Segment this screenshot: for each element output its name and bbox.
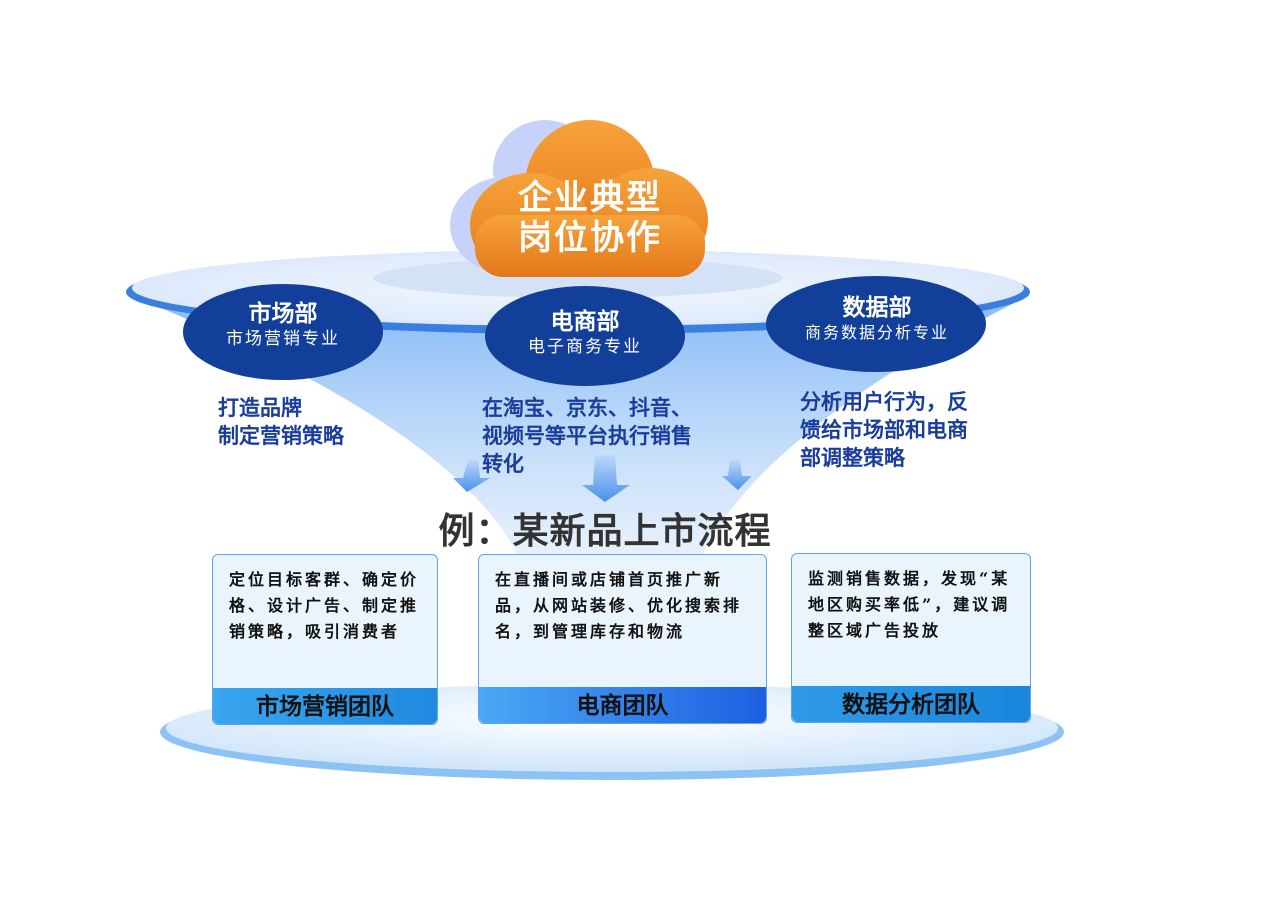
team-card-ecommerce: 在直播间或店铺首页推广新品，从网站装修、优化搜索排名，到管理库存和物流 电商团队 [478, 554, 767, 724]
arrow-center [582, 455, 630, 502]
dept-market: 市场部 市场营销专业 [190, 300, 376, 350]
duty-line: 分析用户行为，反 [800, 390, 968, 414]
duty-line: 转化 [482, 452, 524, 476]
example-title: 例：某新品上市流程 [438, 511, 772, 552]
dept-name: 电商部 [550, 309, 620, 335]
dept-ellipse-market [183, 284, 383, 380]
team-desc: 定位目标客群、确定价格、设计广告、制定推销策略，吸引消费者 [229, 570, 420, 641]
cloud-title-line2: 岗位协作 [518, 218, 662, 258]
duty-data: 分析用户行为，反 馈给市场部和电商 部调整策略 [800, 388, 1020, 472]
team-desc: 在直播间或店铺首页推广新品，从网站装修、优化搜索排名，到管理库存和物流 [495, 570, 743, 641]
dept-major: 商务数据分析专业 [804, 323, 949, 342]
cloud-title: 企业典型 岗位协作 [500, 178, 680, 258]
duty-line: 部调整策略 [800, 446, 905, 470]
dept-name: 市场部 [248, 301, 318, 327]
duty-line: 馈给市场部和电商 [800, 418, 968, 442]
duty-ecommerce: 在淘宝、京东、抖音、 视频号等平台执行销售 转化 [482, 394, 742, 478]
team-label: 电商团队 [479, 687, 766, 723]
cloud-shape [450, 120, 708, 277]
dept-ellipse-data [766, 276, 986, 372]
duty-line: 制定营销策略 [218, 424, 344, 448]
team-desc: 监测销售数据，发现“某地区购买率低”，建议调整区域广告投放 [808, 569, 1011, 640]
team-card-market: 定位目标客群、确定价格、设计广告、制定推销策略，吸引消费者 市场营销团队 [212, 554, 438, 725]
team-card-data: 监测销售数据，发现“某地区购买率低”，建议调整区域广告投放 数据分析团队 [791, 553, 1031, 723]
duty-market: 打造品牌 制定营销策略 [218, 394, 398, 450]
team-label: 市场营销团队 [213, 688, 437, 724]
team-label: 数据分析团队 [792, 686, 1030, 722]
dept-ellipse-ecommerce [485, 286, 685, 386]
dept-name: 数据部 [842, 295, 912, 321]
funnel-body [130, 295, 1030, 720]
dept-major: 电子商务专业 [528, 337, 642, 357]
arrow-left [453, 460, 490, 492]
duty-line: 打造品牌 [218, 396, 302, 420]
cloud-title-line1: 企业典型 [518, 178, 662, 218]
duty-line: 在淘宝、京东、抖音、 [482, 396, 692, 420]
arrow-right [722, 460, 752, 490]
dept-ecommerce: 电商部 电子商务专业 [490, 308, 680, 358]
duty-line: 视频号等平台执行销售 [482, 424, 692, 448]
dept-data: 数据部 商务数据分析专业 [772, 294, 982, 344]
dept-major: 市场营销专业 [226, 329, 340, 349]
